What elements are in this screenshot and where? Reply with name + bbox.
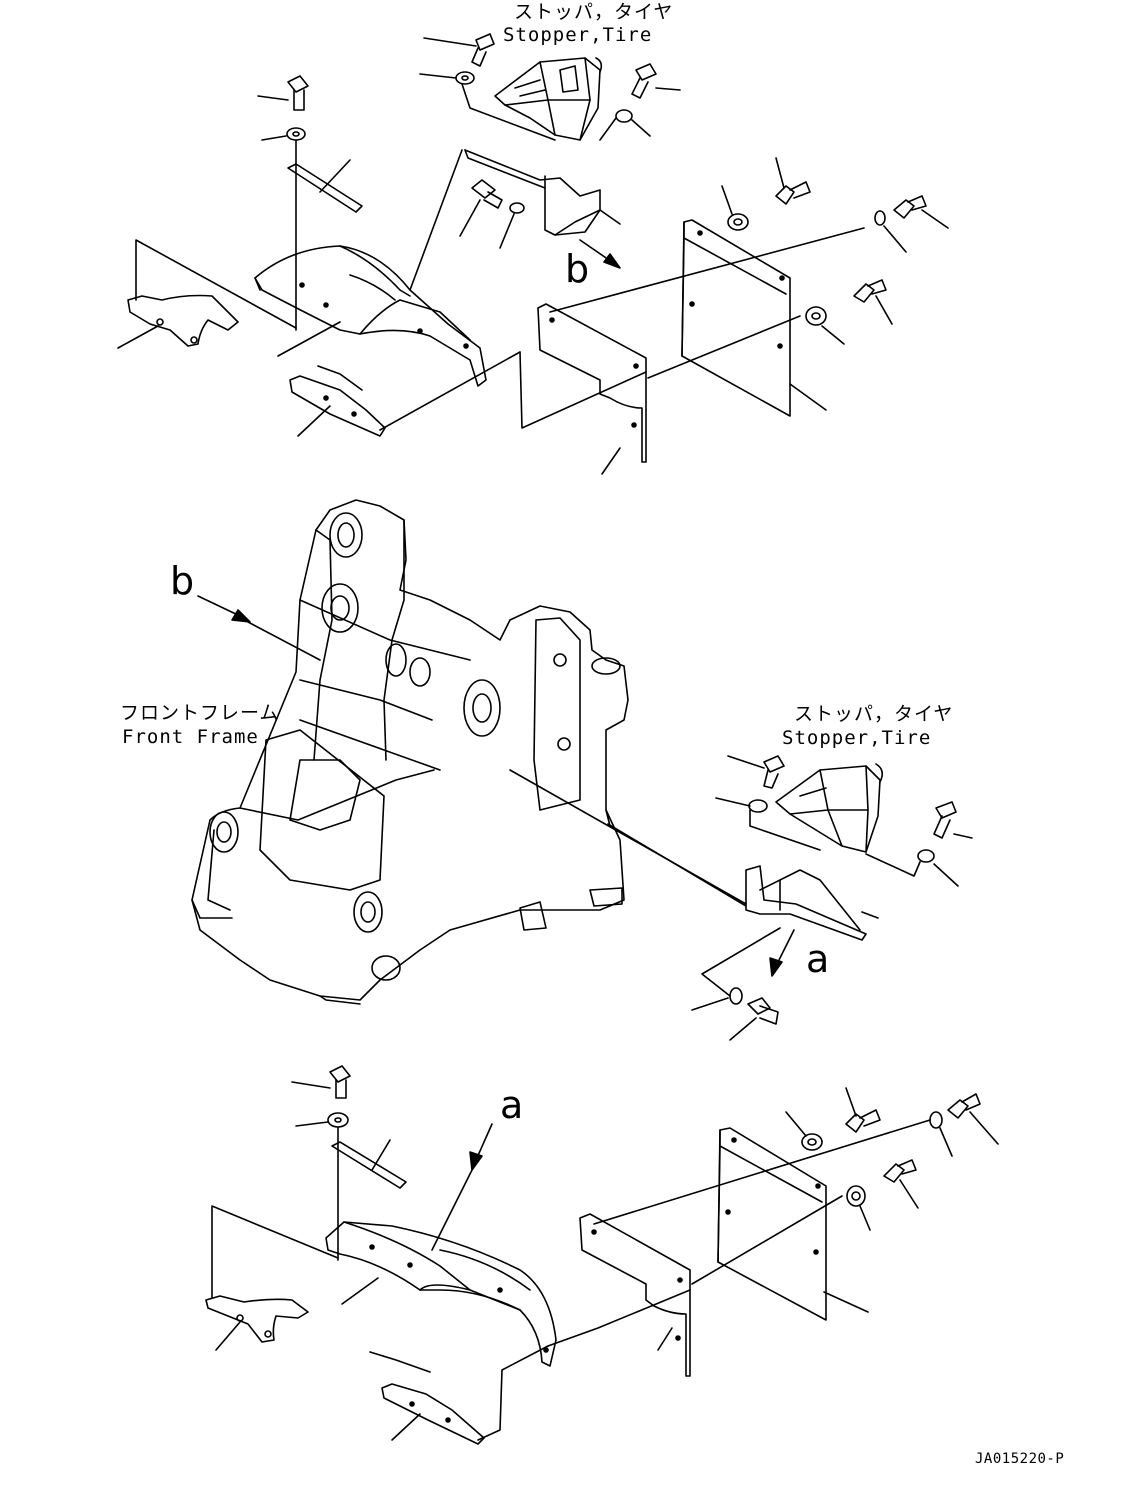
stopper-label-en-right: Stopper,Tire	[782, 727, 932, 749]
arrow-b-frame	[198, 596, 320, 660]
splash-plate-bottom	[580, 1120, 930, 1376]
stopper-bracket-right	[746, 866, 878, 940]
stopper-label-jp-top: ストッパ，タイヤ	[514, 1, 674, 23]
bolt-right-3	[730, 998, 778, 1040]
top-assembly	[118, 34, 948, 474]
mud-flap-bottom	[718, 1128, 868, 1320]
washer-top-4	[262, 128, 305, 330]
front-frame-label-en: Front Frame	[122, 726, 259, 748]
tire-stopper-right	[776, 764, 882, 852]
view-label-b-frame: b	[170, 559, 195, 603]
washer-bottom-2	[930, 1112, 952, 1156]
mud-flap-top	[682, 220, 826, 416]
fender-top	[255, 150, 486, 386]
bolt-bottom-1	[292, 1066, 350, 1098]
bolt-top-3	[460, 180, 502, 236]
tire-stopper-top	[495, 58, 601, 140]
stopper-label-jp-right: ストッパ，タイヤ	[794, 703, 954, 725]
washer-bottom-1	[296, 1113, 348, 1260]
bolt-right-2	[934, 802, 972, 838]
stopper-label-en-top: Stopper,Tire	[503, 24, 653, 46]
view-label-b-top: b	[565, 247, 590, 291]
stopper-bracket-top	[465, 150, 620, 235]
bottom-assembly	[206, 1066, 998, 1444]
view-label-a-right: a	[806, 937, 830, 981]
bolt-top-5	[776, 158, 810, 204]
splash-plate-top	[520, 228, 864, 474]
bracket-left-bottom	[206, 1206, 338, 1350]
bolt-bottom-2	[846, 1088, 880, 1132]
bolt-bottom-3	[948, 1094, 998, 1144]
fender-bottom	[326, 1222, 690, 1366]
bolt-top-4	[258, 76, 308, 110]
nut-bottom-2	[847, 1186, 870, 1230]
strap-bottom-1	[332, 1140, 406, 1188]
strap-top	[288, 160, 362, 212]
washer-top-2	[600, 110, 650, 140]
washer-top-1	[420, 72, 555, 140]
nut-top-1	[722, 186, 748, 230]
strap-bottom-2	[370, 1346, 548, 1444]
bolt-right-1	[728, 756, 784, 788]
front-frame-label-jp: フロントフレーム	[120, 702, 280, 724]
nut-top-2	[806, 307, 844, 344]
washer-right-2	[866, 850, 958, 886]
bolt-bottom-4	[884, 1160, 918, 1208]
bolt-top-1	[424, 34, 494, 66]
strap-bottom-top	[290, 352, 520, 436]
washer-right-3	[692, 988, 742, 1010]
nut-bottom-1	[786, 1112, 822, 1150]
arrow-a-right	[770, 930, 794, 976]
bolt-top-2	[632, 64, 680, 98]
washer-top-3	[500, 203, 524, 248]
bracket-left-top	[118, 240, 296, 348]
washer-top-5	[875, 211, 906, 252]
view-label-a-bottom: a	[500, 1083, 524, 1127]
bolt-top-7	[854, 280, 892, 324]
drawing-code: JA015220-P	[975, 1451, 1065, 1467]
bolt-top-6	[894, 196, 948, 228]
front-frame	[192, 500, 746, 1004]
washer-right-1	[716, 798, 820, 850]
arrow-b-top	[580, 240, 620, 268]
right-stopper-assembly	[692, 756, 972, 1040]
arrow-a-bottom	[432, 1124, 492, 1250]
